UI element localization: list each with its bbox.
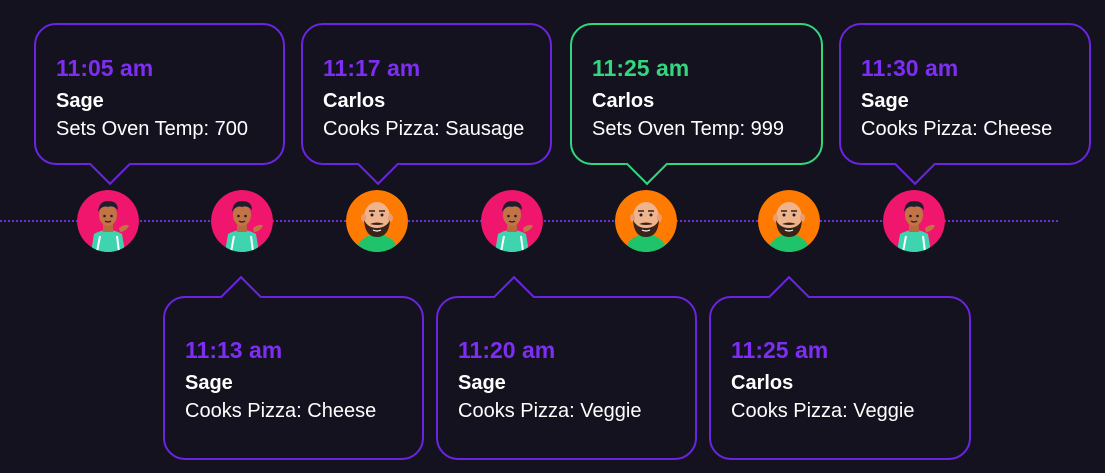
event-action: Cooks Pizza: Cheese (185, 400, 377, 422)
event-time: 11:30 am (861, 55, 959, 81)
event-action: Cooks Pizza: Veggie (731, 400, 915, 422)
event-card: 11:20 am Sage Cooks Pizza: Veggie (436, 275, 697, 460)
event-card: 11:17 am Carlos Cooks Pizza: Sausage (301, 23, 552, 186)
card-pointer (356, 142, 400, 186)
carlos-avatar-icon (346, 190, 408, 252)
event-action: Cooks Pizza: Veggie (458, 400, 642, 422)
event-person: Sage (56, 90, 104, 112)
sage-avatar-icon (481, 190, 543, 252)
event-time: 11:05 am (56, 55, 154, 81)
card-pointer (893, 142, 937, 186)
event-time: 11:17 am (323, 55, 421, 81)
card-pointer (219, 275, 263, 319)
event-action: Sets Oven Temp: 700 (56, 118, 248, 140)
event-card: 11:05 am Sage Sets Oven Temp: 700 (34, 23, 285, 186)
event-action: Cooks Pizza: Sausage (323, 118, 525, 140)
event-card: 11:25 am Carlos Cooks Pizza: Veggie (709, 275, 971, 460)
event-time: 11:25 am (592, 55, 690, 81)
event-person: Carlos (592, 90, 655, 112)
event-time: 11:25 am (731, 337, 829, 363)
sage-avatar-icon (211, 190, 273, 252)
carlos-avatar-icon (615, 190, 677, 252)
event-action: Cooks Pizza: Cheese (861, 118, 1053, 140)
event-person: Sage (458, 372, 506, 394)
carlos-avatar-icon (758, 190, 820, 252)
event-time: 11:20 am (458, 337, 556, 363)
event-time: 11:13 am (185, 337, 283, 363)
event-person: Carlos (323, 90, 386, 112)
event-card: 11:13 am Sage Cooks Pizza: Cheese (163, 275, 424, 460)
card-pointer (625, 142, 669, 186)
card-pointer (492, 275, 536, 319)
card-pointer (88, 142, 132, 186)
event-action: Sets Oven Temp: 999 (592, 118, 784, 140)
event-card: 11:30 am Sage Cooks Pizza: Cheese (839, 23, 1091, 186)
card-pointer (767, 275, 811, 319)
event-card-highlighted: 11:25 am Carlos Sets Oven Temp: 999 (570, 23, 823, 186)
event-person: Carlos (731, 372, 794, 394)
sage-avatar-icon (77, 190, 139, 252)
event-person: Sage (861, 90, 909, 112)
sage-avatar-icon (883, 190, 945, 252)
event-person: Sage (185, 372, 233, 394)
